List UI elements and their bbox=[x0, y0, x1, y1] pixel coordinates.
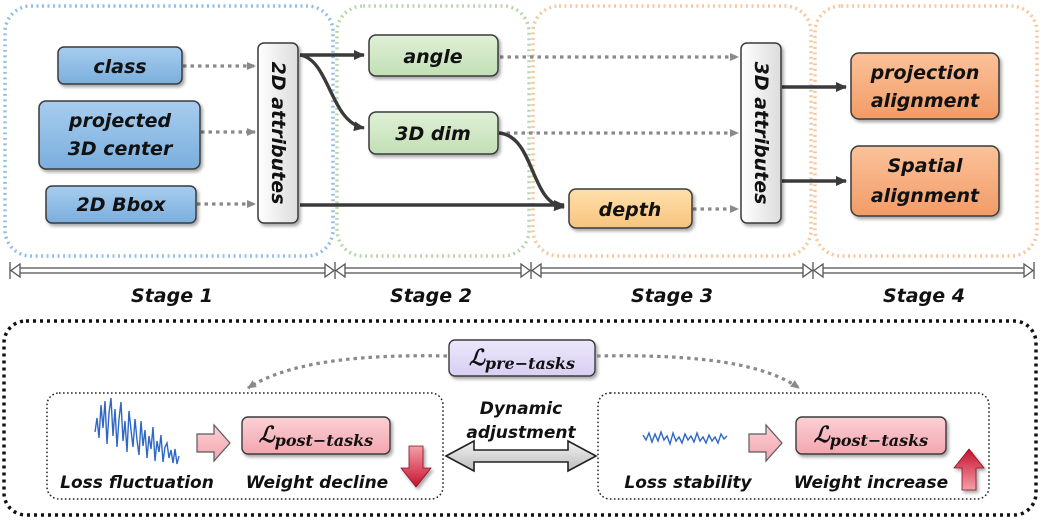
node-depth: depth bbox=[568, 188, 693, 229]
dynamic-adjustment-arrow bbox=[444, 439, 598, 473]
adjust-line1: Dynamic bbox=[480, 399, 562, 419]
right-subpanel bbox=[597, 392, 990, 500]
stage1-region bbox=[3, 4, 335, 258]
input-class: class bbox=[57, 46, 183, 85]
dotted-connectors bbox=[183, 53, 739, 213]
output-projection-alignment: projection alignment bbox=[850, 52, 1000, 120]
left-pink-arrow bbox=[196, 423, 231, 463]
solid-connectors bbox=[299, 50, 847, 212]
loss-post-tasks-left-box: ℒpost−tasks bbox=[241, 416, 391, 455]
left-loss-caption: Loss fluctuation bbox=[60, 473, 214, 493]
fluctuating-loss-curve bbox=[94, 397, 180, 465]
stage4-region bbox=[813, 4, 1039, 258]
output-proj-line2: alignment bbox=[871, 90, 980, 112]
loss-post-tasks-left-text: ℒpost−tasks bbox=[259, 422, 373, 450]
right-pink-arrow bbox=[748, 423, 783, 463]
input-center-line1: projected bbox=[68, 110, 172, 132]
loss-panel bbox=[2, 319, 1038, 517]
weight-decline-arrow bbox=[400, 445, 432, 488]
loss-post-tasks-right-text: ℒpost−tasks bbox=[814, 422, 928, 450]
pre-task-arrows bbox=[247, 354, 800, 390]
node-3d-dim: 3D dim bbox=[368, 111, 499, 155]
node-angle-label: angle bbox=[403, 46, 462, 68]
node-depth-label: depth bbox=[599, 199, 662, 221]
right-loss-caption: Loss stability bbox=[624, 473, 752, 493]
attr-3d-bar: 3D attributes bbox=[740, 42, 782, 224]
stage3-label: Stage 3 bbox=[631, 285, 713, 307]
left-weight-caption: Weight decline bbox=[246, 473, 388, 493]
input-bbox-label: 2D Bbox bbox=[77, 194, 167, 216]
stable-loss-curve bbox=[642, 429, 728, 447]
input-projected-center: projected 3D center bbox=[38, 100, 201, 170]
loss-post-tasks-right-box: ℒpost−tasks bbox=[795, 416, 947, 455]
output-spatial-line1: Spatial bbox=[887, 155, 963, 177]
stage4-label: Stage 4 bbox=[883, 285, 965, 307]
input-center-line2: 3D center bbox=[68, 138, 174, 160]
output-proj-line1: projection bbox=[870, 62, 980, 84]
adjust-line2: adjustment bbox=[466, 423, 576, 443]
input-2d-bbox: 2D Bbox bbox=[45, 185, 197, 224]
loss-pre-tasks-box: ℒpre−tasks bbox=[448, 339, 596, 377]
loss-pre-tasks-text: ℒpre−tasks bbox=[469, 345, 575, 373]
stage2-label: Stage 2 bbox=[390, 285, 472, 307]
left-subpanel bbox=[46, 392, 444, 500]
attr-2d-bar: 2D attributes bbox=[257, 42, 299, 224]
weight-increase-arrow bbox=[953, 448, 985, 491]
right-weight-caption: Weight increase bbox=[794, 473, 948, 493]
output-spatial-alignment: Spatial alignment bbox=[850, 145, 1000, 217]
node-angle: angle bbox=[368, 34, 499, 77]
attr-3d-label: 3D attributes bbox=[750, 62, 772, 205]
node-dim-label: 3D dim bbox=[395, 123, 471, 145]
stage3-region bbox=[531, 4, 813, 258]
stage-timeline bbox=[9, 262, 1035, 279]
output-spatial-line2: alignment bbox=[871, 185, 980, 207]
input-class-label: class bbox=[93, 56, 146, 78]
attr-2d-label: 2D attributes bbox=[267, 62, 289, 205]
stage1-label: Stage 1 bbox=[131, 285, 213, 307]
stage2-region bbox=[335, 4, 531, 258]
